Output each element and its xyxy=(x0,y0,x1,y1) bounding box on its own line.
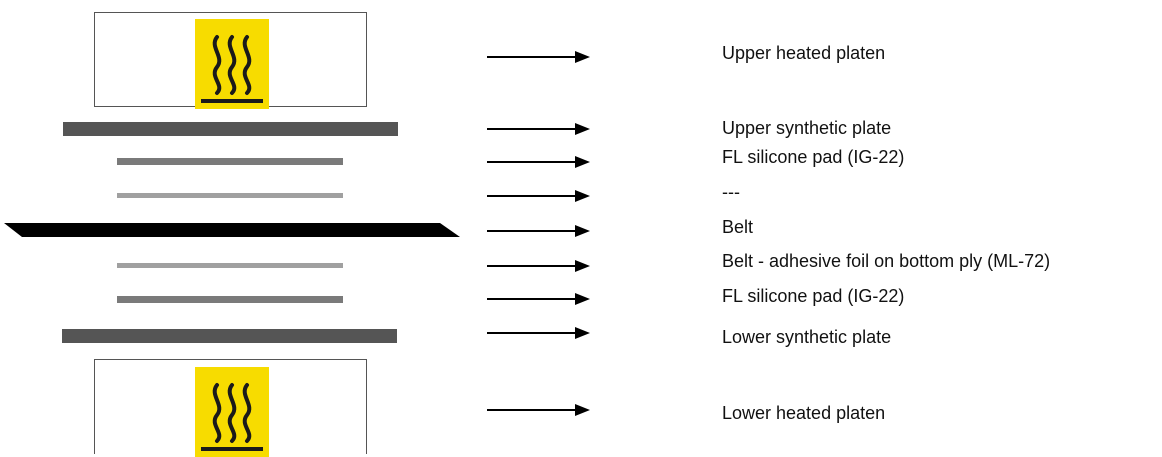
arrow-upper-silicone-pad xyxy=(487,156,590,168)
arrow-upper-synthetic-plate xyxy=(487,123,590,135)
label-upper-silicone-pad: FL silicone pad (IG-22) xyxy=(722,147,905,167)
label-empty-layer: --- xyxy=(722,182,740,202)
hot-surface-warning-icon xyxy=(195,367,269,457)
arrow-lower-heated-platen xyxy=(487,404,590,416)
label-lower-silicone-pad: FL silicone pad (IG-22) xyxy=(722,286,905,306)
label-adhesive-foil: Belt - adhesive foil on bottom ply (ML-7… xyxy=(722,251,1051,271)
arrow-empty-layer xyxy=(487,190,590,202)
adhesive-foil-bar xyxy=(117,263,343,268)
arrow-lower-synthetic-plate xyxy=(487,327,590,339)
label-upper-heated-platen: Upper heated platen xyxy=(722,43,886,63)
label-lower-heated-platen: Lower heated platen xyxy=(722,403,886,423)
empty-layer-bar xyxy=(117,193,343,198)
arrow-lower-silicone-pad xyxy=(487,293,590,305)
hot-surface-warning-icon xyxy=(195,19,269,109)
upper-heated-platen xyxy=(94,12,367,109)
label-upper-synthetic-plate: Upper synthetic plate xyxy=(722,118,892,138)
label-belt: Belt xyxy=(722,217,754,237)
lower-silicone-pad-bar xyxy=(117,296,343,303)
arrow-belt xyxy=(487,225,590,237)
belt-bar xyxy=(4,223,460,237)
upper-silicone-pad-bar xyxy=(117,158,343,165)
lower-heated-platen xyxy=(94,359,367,457)
upper-synthetic-plate-bar xyxy=(63,122,398,136)
label-lower-synthetic-plate: Lower synthetic plate xyxy=(722,327,892,347)
lower-synthetic-plate-bar xyxy=(62,329,397,343)
arrow-adhesive-foil xyxy=(487,260,590,272)
arrow-upper-heated-platen xyxy=(487,51,590,63)
